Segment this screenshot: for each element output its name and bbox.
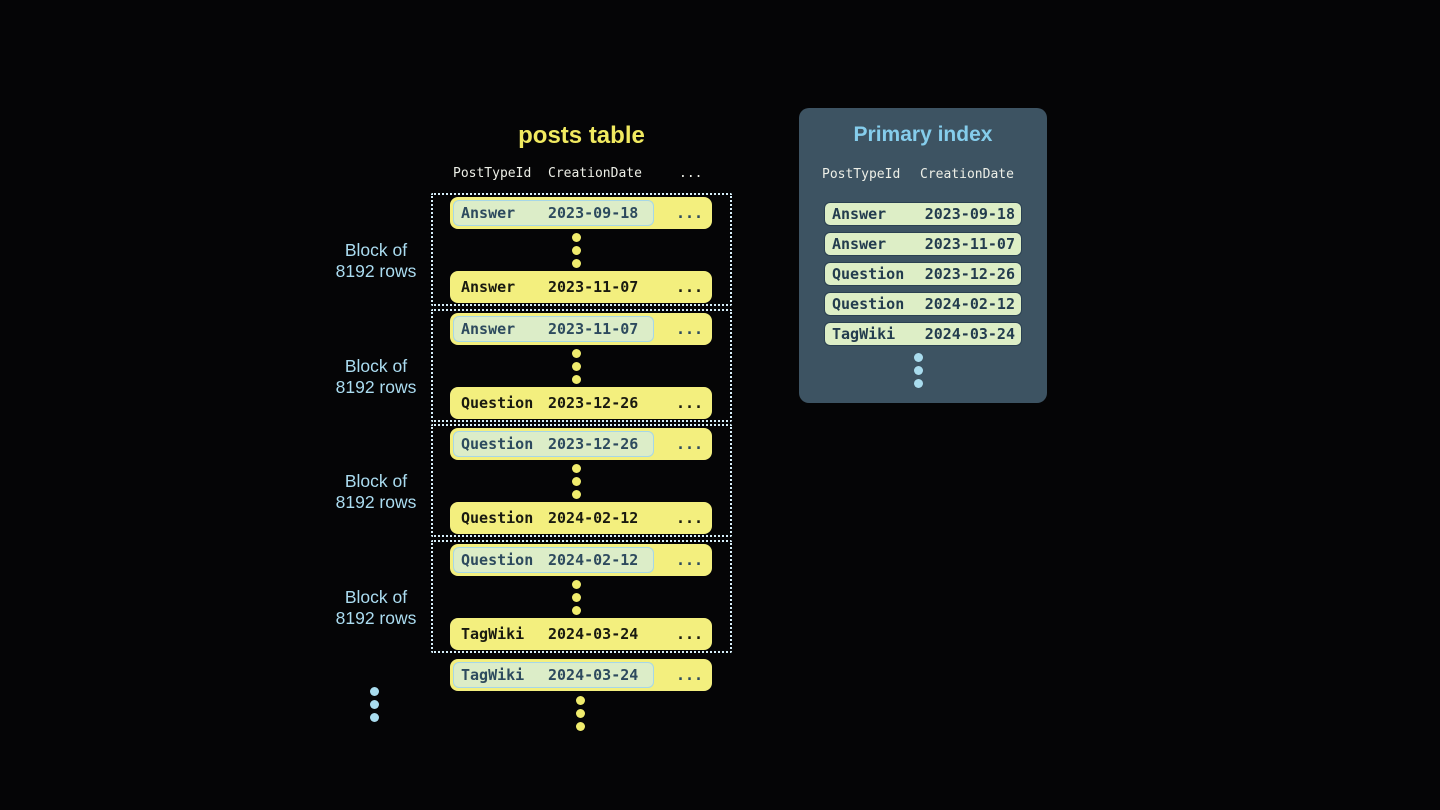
posts-header-posttypeid: PostTypeId	[453, 166, 532, 181]
index-row: Question 2023-12-26	[824, 262, 1022, 286]
cell-ellipsis: ...	[676, 278, 704, 296]
primary-index-title: Primary index	[853, 123, 993, 146]
index-cell-creationdate: 2023-12-26	[924, 265, 1015, 283]
row-gap-dots	[572, 233, 581, 268]
posts-block-4: Question 2024-02-12 ... TagWiki 2024-03-…	[431, 540, 732, 653]
row-key-highlight	[453, 661, 654, 688]
index-row: Answer 2023-11-07	[824, 232, 1022, 256]
cell-creationdate: 2023-09-18	[548, 204, 639, 222]
cell-ellipsis: ...	[676, 320, 704, 338]
table-row-indexed: Answer 2023-11-07 ...	[450, 313, 712, 345]
posts-block-2: Answer 2023-11-07 ... Question 2023-12-2…	[431, 309, 732, 422]
posts-table-title: posts table	[518, 122, 645, 149]
cell-ellipsis: ...	[676, 551, 704, 569]
index-cell-posttypeid: Question	[832, 295, 905, 313]
cell-ellipsis: ...	[676, 394, 704, 412]
index-row: TagWiki 2024-03-24	[824, 322, 1022, 346]
cell-ellipsis: ...	[676, 509, 704, 527]
index-cell-posttypeid: TagWiki	[832, 325, 896, 343]
index-cell-posttypeid: Answer	[832, 205, 887, 223]
primary-index-panel: Primary index Answer 2023-09-18 Answer 2…	[799, 108, 1047, 403]
posts-header-ellipsis: ...	[679, 166, 703, 181]
index-cell-creationdate: 2023-09-18	[924, 205, 1015, 223]
posts-header-creationdate: CreationDate	[548, 166, 642, 181]
index-header-creationdate: CreationDate	[920, 167, 1014, 182]
index-cell-creationdate: 2023-11-07	[924, 235, 1015, 253]
table-row-indexed: Answer 2023-09-18 ...	[450, 197, 712, 229]
row-gap-dots	[572, 464, 581, 499]
index-header-posttypeid: PostTypeId	[822, 167, 901, 182]
cell-posttypeid: Question	[461, 394, 534, 412]
index-cell-creationdate: 2024-02-12	[924, 295, 1015, 313]
cell-creationdate: 2023-12-26	[548, 394, 639, 412]
table-row: Question 2024-02-12 ...	[450, 502, 712, 534]
row-gap-dots	[572, 580, 581, 615]
cell-posttypeid: Answer	[461, 278, 516, 296]
index-cell-posttypeid: Answer	[832, 235, 887, 253]
blocks-continuation-dots	[370, 687, 379, 722]
row-gap-dots	[572, 349, 581, 384]
cell-ellipsis: ...	[676, 204, 704, 222]
cell-posttypeid: TagWiki	[461, 625, 525, 643]
row-key-highlight	[453, 315, 654, 342]
cell-posttypeid: Answer	[461, 320, 516, 338]
block-size-label: Block of 8192 rows	[335, 356, 417, 397]
table-continuation-dots	[576, 696, 585, 731]
row-key-highlight	[453, 546, 654, 573]
cell-ellipsis: ...	[676, 435, 704, 453]
index-row: Question 2024-02-12	[824, 292, 1022, 316]
table-row: TagWiki 2024-03-24 ...	[450, 618, 712, 650]
index-continuation-dots	[914, 353, 923, 388]
cell-posttypeid: Question	[461, 551, 534, 569]
cell-ellipsis: ...	[676, 625, 704, 643]
cell-creationdate: 2024-03-24	[548, 625, 639, 643]
cell-creationdate: 2023-11-07	[548, 320, 639, 338]
cell-creationdate: 2024-02-12	[548, 509, 639, 527]
row-key-highlight	[453, 199, 654, 226]
table-row-indexed: Question 2023-12-26 ...	[450, 428, 712, 460]
index-cell-creationdate: 2024-03-24	[924, 325, 1015, 343]
block-size-label: Block of 8192 rows	[335, 471, 417, 512]
table-row-indexed: Question 2024-02-12 ...	[450, 544, 712, 576]
cell-creationdate: 2024-02-12	[548, 551, 639, 569]
posts-table-column-headers: PostTypeId CreationDate ...	[431, 166, 732, 186]
table-row: Answer 2023-11-07 ...	[450, 271, 712, 303]
cell-creationdate: 2023-12-26	[548, 435, 639, 453]
cell-creationdate: 2024-03-24	[548, 666, 639, 684]
index-row: Answer 2023-09-18	[824, 202, 1022, 226]
posts-block-3: Question 2023-12-26 ... Question 2024-02…	[431, 424, 732, 537]
cell-posttypeid: Question	[461, 435, 534, 453]
block-size-label: Block of 8192 rows	[335, 587, 417, 628]
table-row-indexed: TagWiki 2024-03-24 ...	[450, 659, 712, 691]
posts-block-1: Answer 2023-09-18 ... Answer 2023-11-07 …	[431, 193, 732, 306]
cell-posttypeid: Question	[461, 509, 534, 527]
row-key-highlight	[453, 430, 654, 457]
index-cell-posttypeid: Question	[832, 265, 905, 283]
cell-posttypeid: TagWiki	[461, 666, 525, 684]
cell-creationdate: 2023-11-07	[548, 278, 639, 296]
block-size-label: Block of 8192 rows	[335, 240, 417, 281]
cell-posttypeid: Answer	[461, 204, 516, 222]
primary-index-column-headers: PostTypeId CreationDate	[799, 167, 1047, 187]
cell-ellipsis: ...	[676, 666, 704, 684]
table-row: Question 2023-12-26 ...	[450, 387, 712, 419]
